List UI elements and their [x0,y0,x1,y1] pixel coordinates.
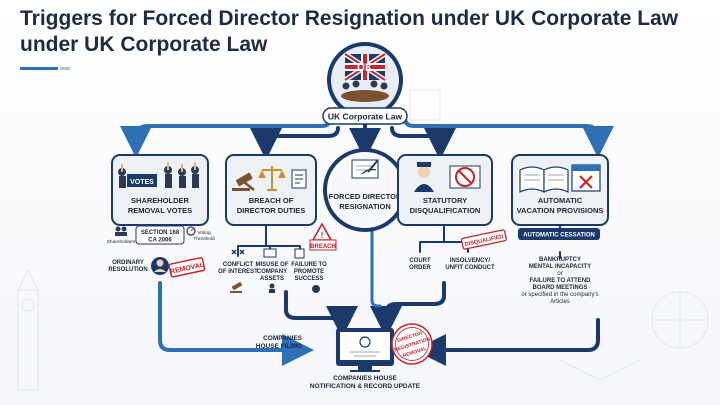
automatic-line5: BOARD MEETINGS [532,285,587,291]
court-order-line2: ORDER [409,265,431,271]
failure-line1: FAILURE TO [291,262,327,268]
statutory-disqualification-box: STATUTORY DISQUALIFICATION [397,154,493,226]
filing-caption-line1: COMPANIES HOUSE [333,375,397,382]
background-landmarks [17,89,709,391]
automatic-line6: or specified in the company's [521,292,598,298]
filing-label-line1: COMPANIES [263,335,303,342]
conflict-line2: OF INTEREST [218,269,258,275]
automatic-line2: MENTAL INCAPACITY [529,264,591,270]
warning-icon: ! [311,222,333,241]
director-registration-stamp: DIRECTOR REGISTRATION REMOVAL [391,323,433,365]
automatic-title-2: VACATION PROVISIONS [517,206,604,215]
conflict-line1: CONFLICT [223,262,254,268]
court-order-line1: COURT [409,258,431,264]
automatic-cessation-badge: AUTOMATIC CESSATION [523,233,595,239]
prohibited-icon [449,165,481,189]
small-gavel-icon [230,281,243,293]
shareholder-title-2: REMOVAL VOTES [128,206,192,215]
votes-sign: VOTES [130,179,154,186]
automatic-line4: FAILURE TO ATTEND [530,278,592,284]
statutory-title-2: DISQUALIFICATION [410,206,481,215]
ordinary-resolution-line1: ORDINARY [112,260,144,266]
breach-title-1: BREACH OF [249,196,294,205]
removal-stamp: REMOVAL [168,257,205,278]
voting-threshold-line2: Threshold [193,236,215,242]
automatic-line3: or [557,271,562,277]
document-icon [294,248,305,259]
misuse-line2: COMPANY [257,269,287,275]
insolvency-line2: UNFIT CONDUCT [445,265,495,271]
breach-of-director-duties-box: BREACH OF DIRECTOR DUTIES [225,154,317,226]
center-line1: FORCED DIRECTOR [329,192,402,201]
shareholder-removal-votes-box: VOTES SHAREHOLDER REMOVAL VOTES [111,154,209,226]
automatic-line7: Articles [550,299,570,305]
company-assets-icon [263,248,277,258]
small-person-icon [269,283,275,293]
gavel-scales-icon [232,166,307,191]
officer-icon [414,162,434,192]
automatic-title-1: AUTOMATIC [538,196,583,205]
section-168-line2: CA 2006 [148,238,172,244]
shareholder-details: SECTION 168 CA 2006 Shareholders Voting … [107,225,215,278]
hub-label: UK Corporate Law [328,112,403,122]
breach-details: ! BREACH CONFLICT OF INTEREST MISUSE OF … [218,222,337,293]
shareholders-label: Shareholders [107,239,136,245]
voting-threshold-line1: Voting [197,230,211,236]
small-handshake-icon [312,285,320,293]
flag-text: UK [357,62,373,74]
title-accent-bar-secondary [60,67,70,70]
ordinary-resolution-line2: RESOLUTION [108,267,147,273]
voting-hands-icon: VOTES [118,162,199,188]
open-book-icon [519,166,569,193]
conflict-icon [231,249,245,255]
automatic-vacation-box: AUTOMATIC VACATION PROVISIONS [511,154,609,226]
breach-title-2: DIRECTOR DUTIES [237,206,306,215]
misuse-line3: ASSETS [260,276,284,282]
shareholders-icon [115,226,127,236]
voting-threshold-icon [186,226,196,236]
union-flag-icon: UK [343,51,387,83]
disqualified-stamp: DISQUALIFIED [460,229,507,250]
insolvency-line1: INSOLVENCY/ [450,258,491,264]
forced-director-resignation-center: FORCED DIRECTOR RESIGNATION [323,148,407,232]
statutory-title-1: STATUTORY [423,196,467,205]
page-title: Triggers for Forced Director Resignation… [20,7,679,56]
breach-badge: BREACH [310,244,336,250]
section-168-line1: SECTION 168 [141,230,180,236]
companies-house-filing: COMPANIES HOUSE FILING DIRECTOR REGISTRA… [256,323,433,390]
automatic-details: AUTOMATIC CESSATION BANKRUPTCY MENTAL IN… [518,228,600,305]
automatic-line1: BANKRUPTCY [539,257,581,263]
failure-line2: PROMOTE [294,269,324,275]
center-line2: RESIGNATION [339,202,391,211]
calendar-x-icon [571,164,601,192]
filing-label-line2: HOUSE FILING [256,343,302,350]
signing-hand-icon [351,159,379,179]
shareholder-title-1: SHAREHOLDER [131,196,190,205]
filing-caption-line2: NOTIFICATION & RECORD UPDATE [310,383,421,390]
director-avatar-icon [151,257,169,275]
uk-corporate-law-hub: UK UK Corporate Law [322,42,408,125]
misuse-line1: MISUSE OF [255,262,288,268]
title-accent-bar [20,67,58,70]
failure-line3: SUCCESS [294,276,323,282]
statutory-details: DISQUALIFIED COURT ORDER INSOLVENCY/ UNF… [409,229,507,271]
boardroom-icon [341,80,389,102]
computer-monitor-icon [336,328,394,372]
svg-text:!: ! [321,231,324,240]
